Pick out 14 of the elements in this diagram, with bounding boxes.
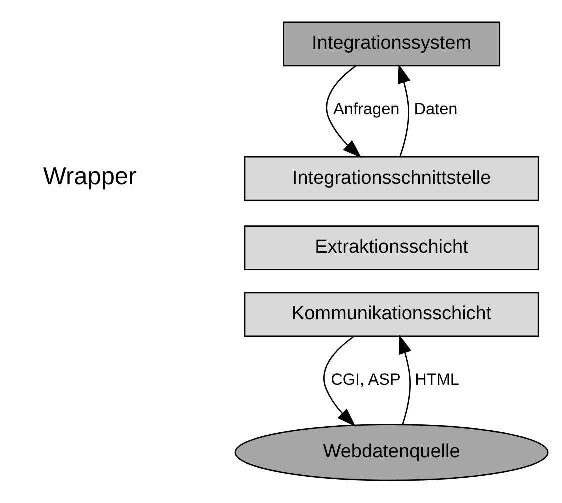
edge-label: CGI, ASP: [331, 370, 401, 389]
arrow: [324, 336, 356, 427]
arrow: [398, 64, 411, 158]
node-box: Integrationsschnittstelle: [244, 156, 540, 202]
label: Wrapper: [43, 164, 137, 191]
node-ellipse: Webdatenquelle: [234, 424, 549, 482]
arrow: [398, 334, 412, 425]
edge-label: Anfragen: [334, 100, 400, 118]
node-box: Kommunikationsschicht: [244, 292, 540, 338]
node-box: Integrationssystem: [283, 22, 501, 67]
arrow: [326, 65, 362, 158]
edge-label: Daten: [414, 100, 458, 118]
edge-label: HTML: [415, 370, 460, 389]
node-box: Extraktionsschicht: [244, 226, 540, 271]
